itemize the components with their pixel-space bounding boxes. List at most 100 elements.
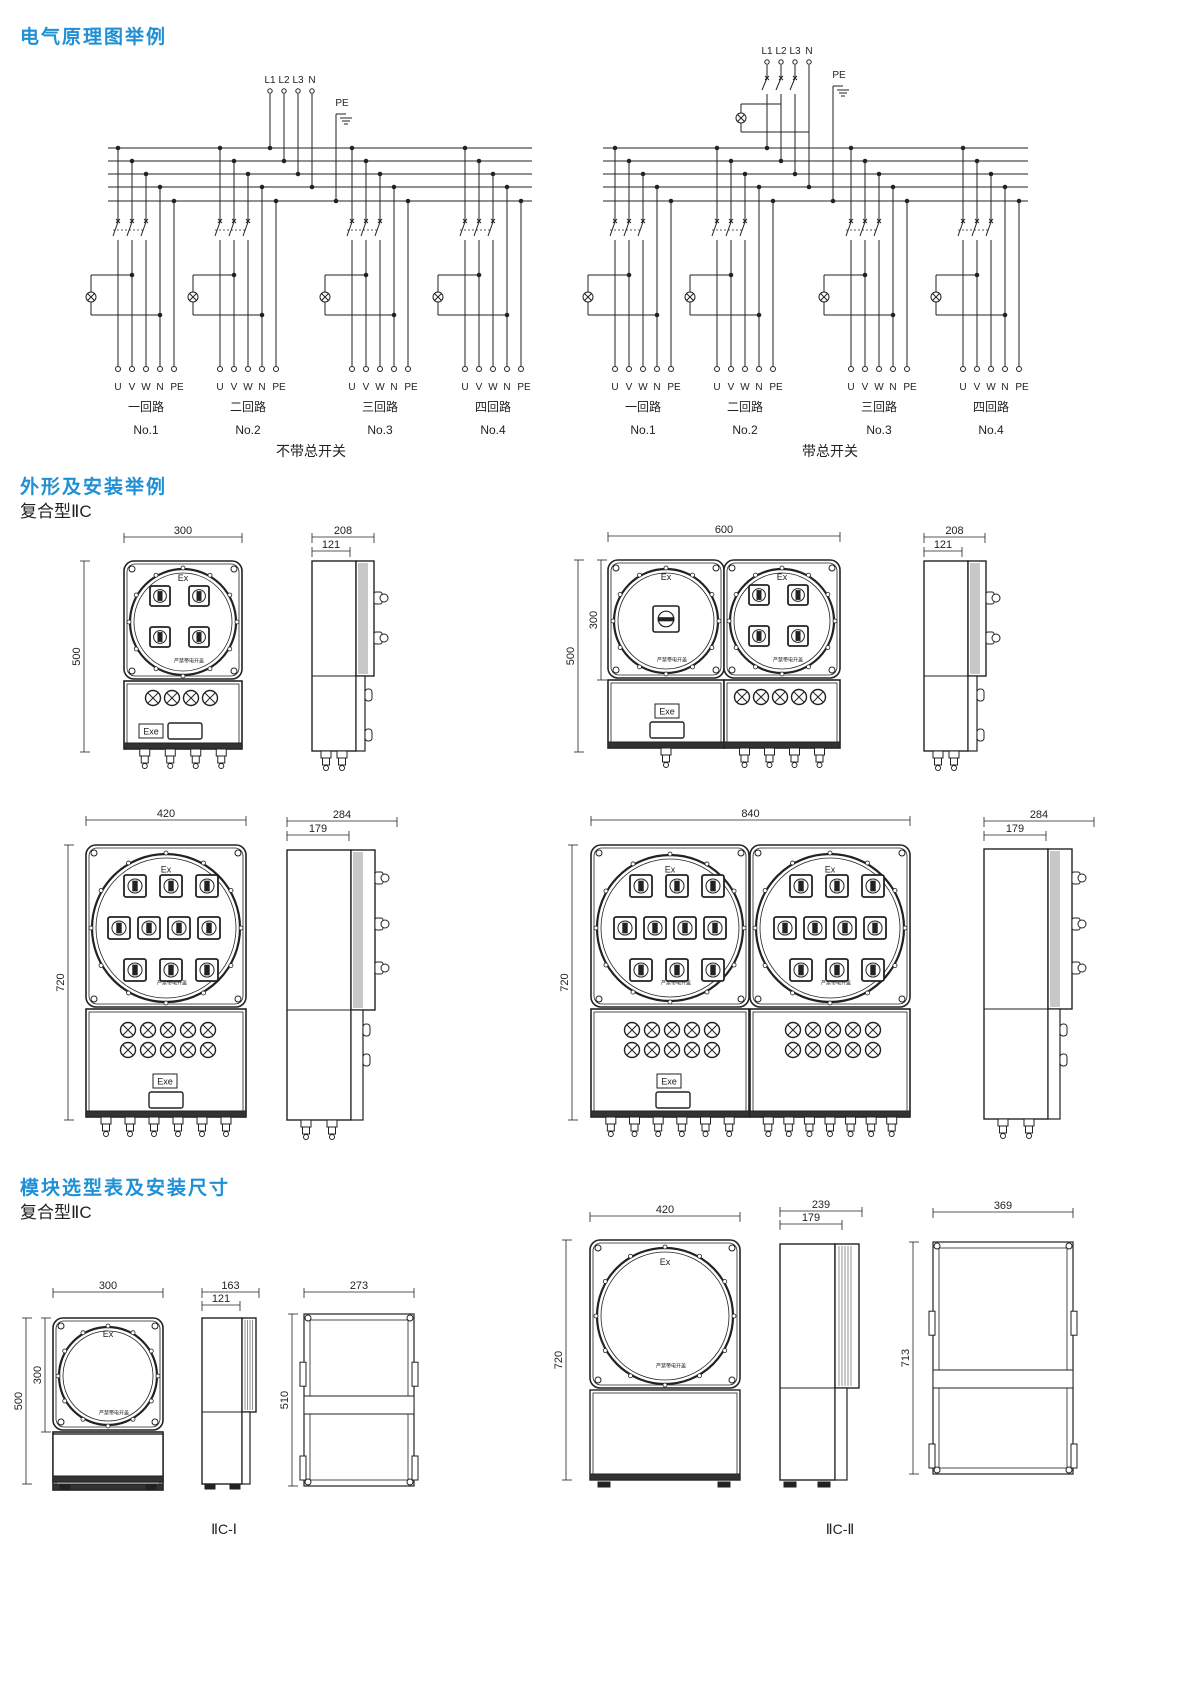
indicator-cross [626,1024,638,1036]
cable-gland-icon [199,1131,205,1137]
side-body [923,560,969,752]
cable-gland-icon [662,754,670,763]
cable-gland-icon [815,754,824,763]
side-bump [364,688,373,702]
round-cover-inner [617,572,715,670]
round-cover-inner [133,572,233,672]
side-cover [241,1317,257,1413]
ex-mark: Ex [178,573,189,583]
junction-dot [862,158,868,164]
switch-mark [862,218,868,224]
terminal [862,366,868,372]
cover-bolt [790,860,795,866]
terminal-label: PE [769,382,783,393]
side-lid [834,1387,848,1481]
cable-gland-icon [764,747,775,756]
cover-bolt [155,1373,161,1379]
cover-bolt [228,888,234,893]
terminal [273,366,279,372]
cable-gland-icon [175,1131,181,1137]
junction-dot [756,312,762,318]
rotary-switch-handle [782,922,788,934]
cable-gland-icon [935,765,941,771]
corner-bolt [128,667,136,675]
junction-dot [231,158,237,164]
round-cover-inner [600,858,740,998]
lamp-cross [189,293,197,301]
side-knob-icon [991,633,1001,643]
frame-crossbar [932,1369,1074,1389]
cable-gland-icon [766,762,773,768]
indicator-cross [774,691,786,703]
junction-dot [728,272,734,278]
lamp-cross [932,293,940,301]
switch-contact [360,221,367,237]
cable-gland-icon [326,1119,338,1128]
rotary-switch-handle [196,591,202,601]
rotary-switch-handle [652,922,658,934]
terminal-label: U [461,382,468,393]
module-subtitle: 复合型ⅡC [20,1203,92,1222]
corner-bolt [230,565,238,573]
cable-gland-icon [655,1131,662,1137]
switch-contact [637,221,644,237]
rotary-switch-handle [674,964,680,976]
cable-gland-icon [141,763,148,769]
junction-dot [654,184,660,190]
schematic-caption: 不带总开关 [276,443,346,459]
exe-mark: Exe [143,727,159,737]
indicator-cross [142,1044,154,1056]
junction-dot [129,158,135,164]
rotary-switch-handle [157,632,163,642]
module-label-iic-ii: ⅡC-Ⅱ [826,1521,855,1537]
switch-mark [115,218,121,224]
dimension-label: 273 [350,1280,368,1292]
dimension-label: 300 [588,611,600,629]
switch-contact [112,221,119,237]
cover-bolt [126,619,132,625]
circuit-name: 一回路 [625,399,661,414]
terminal [668,366,674,372]
cover-bolt [148,1398,154,1404]
cable-gland-icon [789,747,800,756]
terminal [171,366,177,372]
frame-bracket [928,1443,936,1469]
cable-gland-icon [629,1116,640,1125]
cable-gland-icon [997,1118,1009,1127]
terminal [405,366,411,372]
junction-dot [518,198,524,204]
indicator-cross [755,691,767,703]
cable-gland-icon [765,754,774,763]
ex-mark: Ex [777,572,788,582]
lamp-cross [321,293,329,301]
terminal-label: U [611,382,618,393]
dimension-label: 500 [565,647,577,665]
side-cover [350,849,376,1011]
supply-label: L3 [789,46,801,57]
corner-bolt [234,995,242,1003]
rotary-switch-handle [116,922,122,934]
terminal-label: N [755,382,762,393]
terminal-label: U [216,382,223,393]
side-body [983,848,1049,1120]
switch-mark [742,218,748,224]
circuit-number: No.3 [866,423,892,437]
rotary-switch-handle [710,964,716,976]
rotary-switch-handle [204,964,210,976]
cover-bolt [602,1348,608,1353]
switch-mark [349,218,355,224]
dimension-label: 208 [945,525,963,537]
indicator-cross [706,1044,718,1056]
terminal-label: V [231,382,238,393]
terminal [728,366,734,372]
circuit-name: 三回路 [861,399,897,414]
rotary-switch-handle [622,922,628,934]
terminal [349,366,355,372]
round-cover-inner [733,572,831,670]
cover-bolt [892,888,898,893]
cable-gland-icon [1025,1125,1033,1134]
supply-terminal [792,59,798,65]
indicator-cross [646,1024,658,1036]
